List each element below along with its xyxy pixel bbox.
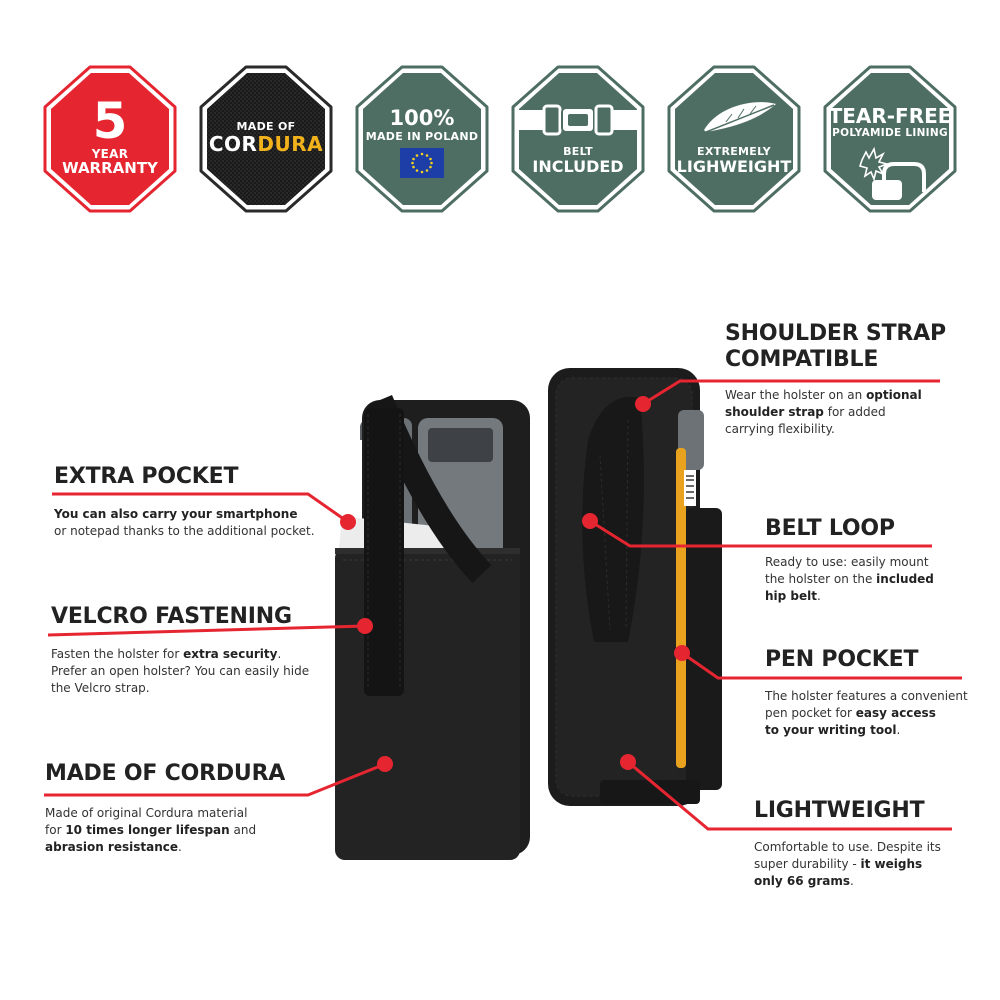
cordura-badge: MADE OF CORDURA xyxy=(198,64,334,214)
leader-pen-pocket xyxy=(681,651,962,680)
holster-front-image xyxy=(335,394,530,860)
leader-cordura xyxy=(44,762,386,797)
cordura-logo-part2: DURA xyxy=(257,132,324,156)
marker-shoulder xyxy=(635,396,651,412)
eu-flag-icon xyxy=(400,148,444,178)
feature-title: EXTRA POCKET xyxy=(54,464,239,489)
feature-title: LIGHTWEIGHT xyxy=(754,798,925,823)
feather-icon xyxy=(695,102,776,137)
polyamide-lining-label: POLYAMIDE LINING xyxy=(832,127,948,139)
leader-velcro xyxy=(47,624,366,637)
feature-velcro: VELCRO FASTENING Fasten the holster for … xyxy=(51,604,309,697)
leader-lightweight xyxy=(627,760,952,831)
belt-badge: BELT INCLUDED xyxy=(510,64,646,214)
tear-free-label: TEAR-FREE xyxy=(828,104,952,128)
belt-label: BELT xyxy=(563,145,593,158)
feature-title: BELT LOOP xyxy=(765,516,895,541)
included-label: INCLUDED xyxy=(532,157,624,176)
hexagon-shape xyxy=(355,65,489,213)
feature-description: Fasten the holster for extra security.Pr… xyxy=(51,647,310,695)
percent-label: 100% xyxy=(389,106,455,130)
marker-belt-loop xyxy=(582,513,598,529)
holster-back-image xyxy=(548,368,722,806)
made-of-label: MADE OF xyxy=(236,120,296,133)
hexagon-shape xyxy=(823,65,957,213)
lightweight-badge: EXTREMELY LIGHWEIGHT xyxy=(666,64,802,214)
tear-free-badge: TEAR-FREE POLYAMIDE LINING xyxy=(822,64,958,214)
extremely-label: EXTREMELY xyxy=(697,145,771,158)
belt-buckle-icon xyxy=(519,104,637,136)
warranty-label: WARRANTY xyxy=(62,159,158,177)
cordura-logo: CORDURA xyxy=(198,134,334,154)
feature-extra-pocket: EXTRA POCKET You can also carry your sma… xyxy=(54,464,315,540)
feature-title: PEN POCKET xyxy=(765,647,919,672)
feature-title: VELCRO FASTENING xyxy=(51,604,292,629)
warranty-badge: 5 YEAR WARRANTY xyxy=(42,64,178,214)
hexagon-shape xyxy=(199,65,333,213)
warranty-number: 5 xyxy=(92,92,128,150)
made-in-poland-label: MADE IN POLAND xyxy=(365,130,479,143)
feature-pen-pocket: PEN POCKET The holster features a conven… xyxy=(765,647,968,739)
hexagon-shape xyxy=(667,65,801,213)
leader-belt-loop xyxy=(589,519,932,548)
marker-pen-pocket xyxy=(674,645,690,661)
lighweight-label: LIGHWEIGHT xyxy=(676,157,792,176)
warranty-year: YEAR xyxy=(91,147,129,161)
leader-shoulder xyxy=(642,379,940,406)
marker-cordura xyxy=(377,756,393,772)
feature-lightweight: LIGHTWEIGHT Comfortable to use. Despite … xyxy=(754,798,941,890)
poland-badge: 100% MADE IN POLAND xyxy=(354,64,490,214)
marker-extra-pocket xyxy=(340,514,356,530)
marker-lightweight xyxy=(620,754,636,770)
leader-extra-pocket xyxy=(52,492,349,524)
hexagon-shape xyxy=(511,65,645,213)
cordura-logo-part1: COR xyxy=(208,132,258,156)
feature-cordura: MADE OF CORDURA Made of original Cordura… xyxy=(45,761,285,856)
feature-title: MADE OF CORDURA xyxy=(45,761,286,786)
tear-lining-icon xyxy=(858,146,926,200)
marker-velcro xyxy=(357,618,373,634)
hexagon-shape xyxy=(43,65,177,213)
